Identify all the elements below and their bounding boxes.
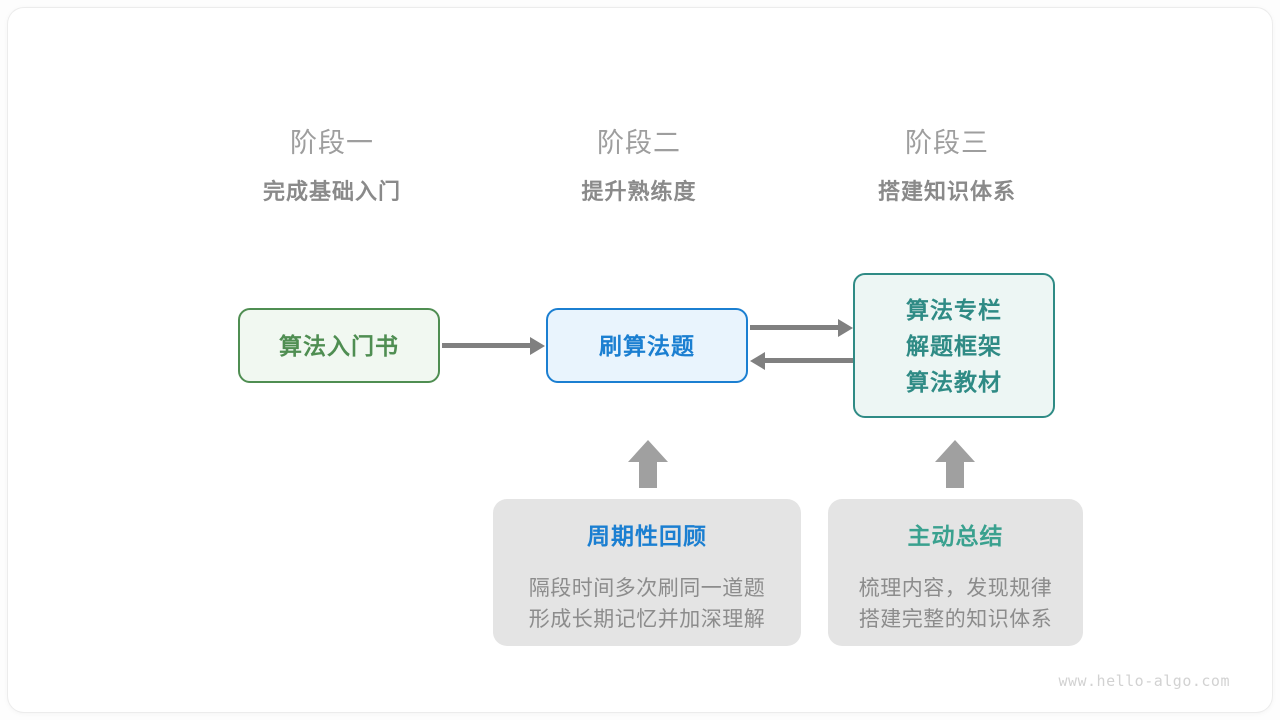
up-arrow-icon (935, 440, 975, 488)
watermark: www.hello-algo.com (1058, 672, 1230, 690)
phase-2-title: 阶段二 (597, 128, 681, 158)
phase-column-1: 阶段一 完成基础入门 (202, 126, 462, 207)
phase-1-title: 阶段一 (290, 128, 374, 158)
phase-column-2: 阶段二 提升熟练度 (509, 126, 769, 207)
info-card-periodic-review-body: 隔段时间多次刷同一道题 形成长期记忆并加深理解 (493, 573, 801, 635)
info-card-active-summary[interactable]: 主动总结 梳理内容，发现规律 搭建完整的知识体系 (828, 499, 1083, 646)
diagram-frame: 阶段一 完成基础入门 阶段二 提升熟练度 阶段三 搭建知识体系 算法入门书 刷算… (8, 8, 1272, 712)
info-card-active-summary-title: 主动总结 (907, 523, 1004, 549)
flow-box-resources-line-2: 解题框架 (906, 332, 1002, 359)
arrow-book-to-practice-shaft (442, 343, 530, 348)
info-card-active-summary-body-line-2: 搭建完整的知识体系 (858, 608, 1053, 631)
phase-3-subtitle: 搭建知识体系 (877, 179, 1016, 204)
phase-column-3: 阶段三 搭建知识体系 (817, 126, 1077, 207)
flow-box-book-line-1: 算法入门书 (279, 332, 399, 359)
arrow-practice-to-resources-head (838, 318, 853, 337)
flow-box-resources-line-1: 算法专栏 (906, 296, 1002, 323)
phase-2-subtitle: 提升熟练度 (581, 179, 697, 204)
arrow-resources-to-practice-head (750, 351, 765, 370)
arrow-review-to-practice (626, 438, 670, 495)
info-card-periodic-review-body-line-2: 形成长期记忆并加深理解 (528, 608, 766, 631)
info-card-periodic-review-title: 周期性回顾 (587, 523, 707, 549)
info-card-active-summary-body: 梳理内容，发现规律 搭建完整的知识体系 (828, 573, 1083, 635)
flow-box-book[interactable]: 算法入门书 (238, 308, 440, 383)
flow-box-resources[interactable]: 算法专栏 解题框架 算法教材 (853, 273, 1055, 418)
arrow-practice-to-resources-shaft (750, 325, 838, 330)
flow-box-practice-line-1: 刷算法题 (599, 332, 695, 359)
phase-1-subtitle: 完成基础入门 (262, 179, 401, 204)
up-arrow-icon (628, 440, 668, 488)
arrow-summary-to-resources (933, 438, 977, 495)
phase-3-title: 阶段三 (905, 128, 989, 158)
arrow-resources-to-practice-shaft (765, 358, 853, 363)
info-card-periodic-review[interactable]: 周期性回顾 隔段时间多次刷同一道题 形成长期记忆并加深理解 (493, 499, 801, 646)
info-card-periodic-review-body-line-1: 隔段时间多次刷同一道题 (528, 577, 766, 600)
arrow-book-to-practice-head (530, 336, 545, 355)
flow-box-resources-line-3: 算法教材 (906, 368, 1002, 395)
flow-box-practice[interactable]: 刷算法题 (546, 308, 748, 383)
info-card-active-summary-body-line-1: 梳理内容，发现规律 (858, 577, 1053, 600)
